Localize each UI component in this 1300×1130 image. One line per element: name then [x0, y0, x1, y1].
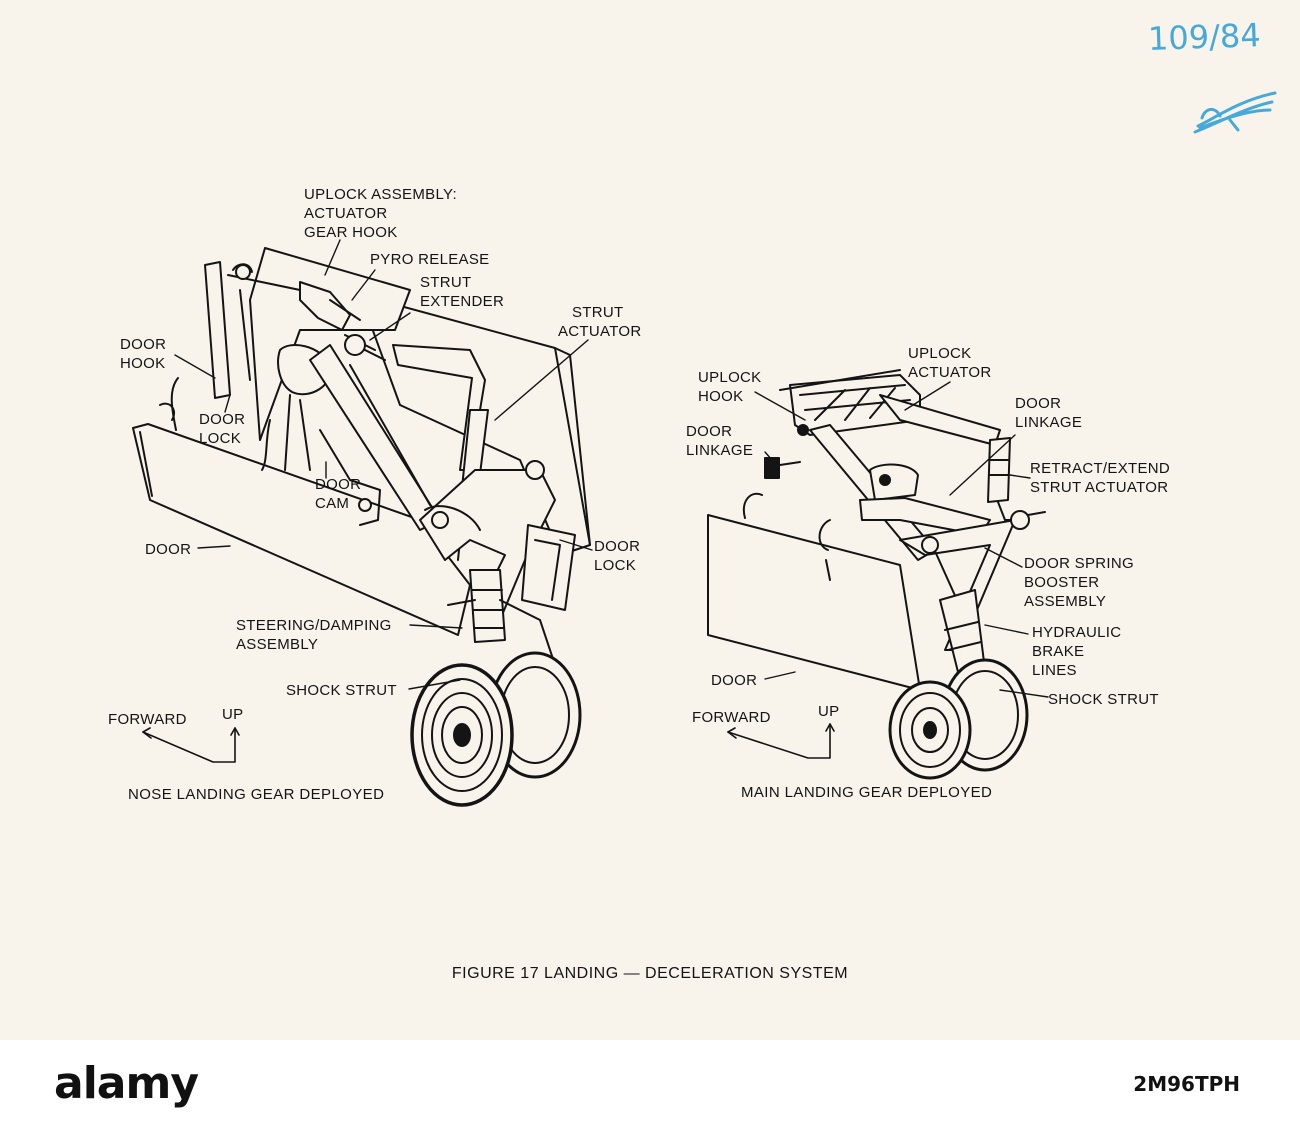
- label-hydraulic-1: HYDRAULIC: [1032, 624, 1122, 641]
- label-uplock-hook-2: HOOK: [698, 388, 744, 405]
- label-door-cam-1: DOOR: [315, 476, 362, 493]
- label-door-spring-3: ASSEMBLY: [1024, 593, 1107, 610]
- main-gear-illustration: [707, 369, 1049, 780]
- label-forward: FORWARD: [108, 711, 187, 728]
- blue-scribble-mark: [1193, 91, 1277, 134]
- label-door-spring-2: BOOSTER: [1024, 574, 1100, 591]
- label-door-lock-2: LOCK: [199, 430, 242, 447]
- nose-gear-illustration: [132, 239, 593, 807]
- label-door-spring-1: DOOR SPRING: [1024, 555, 1134, 572]
- label-door-linkage-left-1: DOOR: [686, 423, 733, 440]
- figure-caption: FIGURE 17 LANDING — DECELERATION SYSTEM: [451, 965, 849, 982]
- label-door-hook-1: DOOR: [120, 336, 167, 353]
- label-door-lock-right-2: LOCK: [594, 557, 637, 574]
- label-pyro-release: PYRO RELEASE: [370, 251, 490, 268]
- label-hydraulic-3: LINES: [1032, 662, 1077, 679]
- label-shock-strut: SHOCK STRUT: [286, 682, 397, 699]
- label-strut-actuator-2: ACTUATOR: [558, 323, 642, 340]
- label-uplock-assembly: UPLOCK ASSEMBLY:: [304, 186, 457, 203]
- label-strut-extender-2: EXTENDER: [420, 293, 505, 310]
- label-strut-extender-1: STRUT: [420, 274, 472, 291]
- watermark-image-id: 2M96TPH: [1133, 1072, 1240, 1096]
- label-uplock-actuator: ACTUATOR: [304, 205, 388, 222]
- label-door-linkage-left-2: LINKAGE: [686, 442, 754, 459]
- label-up: UP: [222, 706, 244, 723]
- label-door: DOOR: [145, 541, 192, 558]
- label-door-lock-1: DOOR: [199, 411, 246, 428]
- label-uplock-gear-hook: GEAR HOOK: [304, 224, 398, 241]
- label-main-door: DOOR: [711, 672, 758, 689]
- landing-gear-drawing: [132, 239, 1049, 807]
- label-hydraulic-2: BRAKE: [1032, 643, 1085, 660]
- label-uplock-hook-1: UPLOCK: [698, 369, 762, 386]
- label-main-shock-strut: SHOCK STRUT: [1048, 691, 1159, 708]
- label-main-up: UP: [818, 703, 840, 720]
- label-door-lock-right-1: DOOR: [594, 538, 641, 555]
- label-steering-damping-1: STEERING/DAMPING: [236, 617, 392, 634]
- label-door-linkage-right-2: LINKAGE: [1015, 414, 1083, 431]
- label-door-hook-2: HOOK: [120, 355, 166, 372]
- label-steering-damping-2: ASSEMBLY: [236, 636, 319, 653]
- label-retract-extend-2: STRUT ACTUATOR: [1030, 479, 1169, 496]
- handwritten-number: 109/84: [1147, 16, 1262, 58]
- watermark-logo: alamy: [54, 1058, 199, 1109]
- watermark-footer-bar: [0, 1040, 1300, 1130]
- label-door-linkage-right-1: DOOR: [1015, 395, 1062, 412]
- label-uplock-actuator-1: UPLOCK: [908, 345, 972, 362]
- caption-main-gear: MAIN LANDING GEAR DEPLOYED: [741, 784, 993, 801]
- caption-nose-gear: NOSE LANDING GEAR DEPLOYED: [128, 786, 385, 803]
- label-door-cam-2: CAM: [315, 495, 350, 512]
- label-main-forward: FORWARD: [692, 709, 771, 726]
- label-retract-extend-1: RETRACT/EXTEND: [1030, 460, 1171, 477]
- label-uplock-actuator-2: ACTUATOR: [908, 364, 992, 381]
- label-strut-actuator-1: STRUT: [572, 304, 624, 321]
